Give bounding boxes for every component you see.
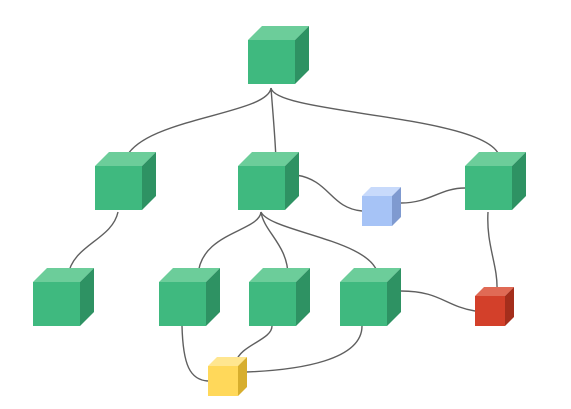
cube-node-child-c[interactable] — [340, 268, 401, 326]
cube-side-face — [295, 26, 309, 84]
cube-front-face — [248, 40, 295, 84]
cube-top-face — [33, 268, 94, 282]
edge-center-to-child-b — [260, 211, 289, 277]
cube-front-face — [33, 282, 80, 326]
cube-node-root[interactable] — [248, 26, 309, 84]
cube-front-face — [465, 166, 512, 210]
cube-node-child-a[interactable] — [159, 268, 220, 326]
edge-right-to-red-node — [487, 211, 498, 291]
edge-root-to-right — [270, 87, 501, 161]
cube-front-face — [475, 296, 505, 326]
edge-center-to-child-a — [197, 211, 262, 277]
cube-top-face — [465, 152, 526, 166]
edge-center-to-blue-node — [295, 174, 363, 212]
cube-front-face — [340, 282, 387, 326]
cube-node-right[interactable] — [465, 152, 526, 210]
cube-top-face — [362, 187, 401, 196]
cube-front-face — [362, 196, 392, 226]
cube-side-face — [387, 268, 401, 326]
cube-top-face — [249, 268, 310, 282]
cube-side-face — [285, 152, 299, 210]
cube-side-face — [80, 268, 94, 326]
cube-front-face — [159, 282, 206, 326]
cube-top-face — [95, 152, 156, 166]
cube-node-center[interactable] — [238, 152, 299, 210]
cube-node-child-b[interactable] — [249, 268, 310, 326]
cube-top-face — [208, 357, 247, 366]
edge-root-to-left — [124, 87, 272, 161]
edge-root-to-center — [270, 87, 277, 161]
cube-side-face — [392, 187, 401, 226]
edge-center-to-child-c — [260, 211, 379, 277]
edge-child-c-to-red-node — [400, 290, 476, 312]
cube-side-face — [206, 268, 220, 326]
cube-node-blue-node[interactable] — [362, 187, 401, 226]
cube-top-face — [238, 152, 299, 166]
cube-front-face — [95, 166, 142, 210]
cube-front-face — [249, 282, 296, 326]
edge-child-c-to-yellow-node — [245, 325, 363, 373]
cube-top-face — [248, 26, 309, 40]
cube-side-face — [238, 357, 247, 396]
cube-front-face — [208, 366, 238, 396]
cube-side-face — [142, 152, 156, 210]
cube-side-face — [505, 287, 514, 326]
edges-layer — [67, 87, 501, 382]
cube-top-face — [340, 268, 401, 282]
cube-node-left[interactable] — [95, 152, 156, 210]
cube-side-face — [512, 152, 526, 210]
cube-front-face — [238, 166, 285, 210]
edge-left-to-left-child — [67, 211, 119, 277]
edge-child-b-to-yellow-node — [235, 325, 273, 363]
cube-top-face — [475, 287, 514, 296]
cube-side-face — [296, 268, 310, 326]
cube-node-red-node[interactable] — [475, 287, 514, 326]
edge-child-a-to-yellow-node — [181, 325, 209, 382]
nodes-layer — [33, 26, 526, 396]
cube-node-left-child[interactable] — [33, 268, 94, 326]
cube-top-face — [159, 268, 220, 282]
edge-blue-node-to-right — [400, 187, 466, 204]
cube-node-yellow-node[interactable] — [208, 357, 247, 396]
